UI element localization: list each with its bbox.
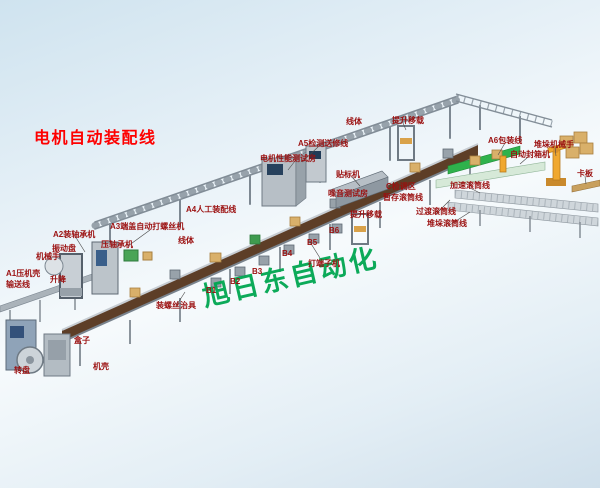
pallet-board (571, 179, 600, 193)
label-motor-performance-test-room: 电机性能测试房 (260, 154, 316, 163)
screw-machine-frame (91, 241, 119, 295)
connector-truss (455, 93, 553, 142)
station-tables (210, 223, 343, 288)
label-turntable: 转盘 (14, 366, 30, 375)
label-a3-auto-screw-machine: A3端盖自动打螺丝机 (110, 222, 185, 231)
label-auto-box-sealer: 自动封箱机 (510, 150, 550, 159)
label-b3: B3 (252, 267, 263, 276)
bearing-press-frame (59, 253, 83, 299)
label-b2: B2 (230, 277, 241, 286)
label-c-inspection-zone: C检调区 (386, 182, 416, 191)
label-pallet: 卡板 (577, 169, 593, 178)
label-stacking-roller-line: 堆垛滚筒线 (427, 219, 467, 228)
label-vibration-bowl: 振动盘 (52, 244, 76, 253)
label-a1-housing-press: A1压机壳 (6, 269, 41, 278)
test-rooms (261, 145, 389, 209)
label-labeling-machine: 贴标机 (336, 170, 360, 179)
lift-frame-mid (351, 213, 369, 245)
label-line-body-mid: 线体 (178, 236, 194, 245)
left-machine-cluster (0, 241, 153, 377)
label-b5: B5 (307, 238, 318, 247)
label-a4-manual-assembly-line: A4人工装配线 (186, 205, 237, 214)
label-box: 盒子 (74, 336, 90, 345)
carton-stack (559, 131, 594, 159)
label-noise-test-room: 噪音测试房 (328, 189, 368, 198)
label-stacking-robot: 堆垛机械手 (534, 140, 574, 149)
lift-elevators (351, 125, 415, 245)
label-b6: B6 (329, 226, 340, 235)
label-housing: 机壳 (93, 362, 109, 371)
label-conveyor-line: 输送线 (6, 280, 30, 289)
label-transition-roller-line: 过渡滚筒线 (416, 207, 456, 216)
packaging-area (435, 131, 600, 238)
label-a5-inspect-repair-line: A5检测送修线 (298, 139, 349, 148)
label-buffer-roller-line: 暂存滚筒线 (383, 193, 423, 202)
label-accelerate-roller-line: 加速滚筒线 (450, 181, 490, 190)
label-lift-transfer-top: 提升移载 (392, 116, 424, 125)
label-terminal-machine: 打端子机 (308, 259, 340, 268)
label-a2-bearing-machine: A2装轴承机 (53, 230, 96, 239)
label-lift: 升降 (50, 275, 66, 284)
label-robot-hand: 机械手 (36, 252, 60, 261)
label-line-body-top: 线体 (346, 117, 362, 126)
leader-lines (74, 122, 587, 307)
vibratory-bowl (44, 256, 64, 276)
label-b1: B1 (206, 286, 217, 295)
diagram-title: 电机自动装配线 (34, 130, 157, 147)
label-b4: B4 (282, 249, 293, 258)
label-bearing-press: 压轴承机 (101, 240, 133, 249)
label-screw-fixture: 装螺丝治具 (156, 301, 196, 310)
lift-frame-top (397, 125, 415, 161)
label-a6-packing-line: A6包装线 (488, 136, 523, 145)
label-lift-transfer-mid: 提升移载 (350, 210, 382, 219)
